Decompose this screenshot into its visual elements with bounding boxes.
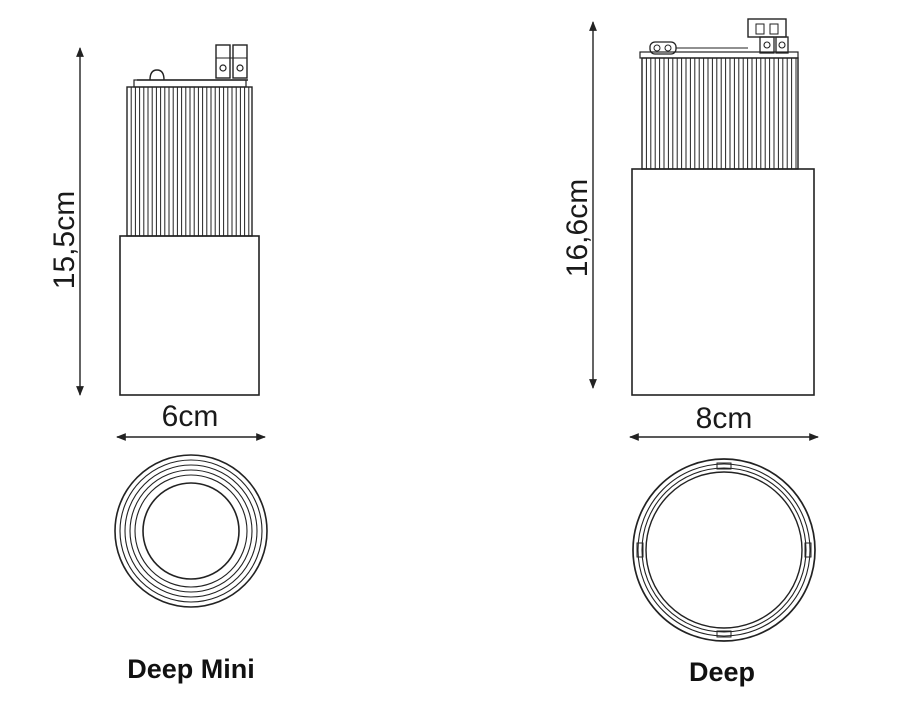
deep-front-view: [632, 458, 816, 642]
deep-width-label: 8cm: [696, 402, 753, 435]
deep-name: Deep: [689, 657, 755, 687]
deep-mini-body: [119, 235, 260, 396]
deep-mini-side-view: [119, 44, 260, 396]
deep-mini-heatsink: [126, 86, 253, 237]
deep-body: [631, 168, 815, 396]
deep-mini-width-label: 6cm: [162, 400, 219, 433]
deep-heatsink: [641, 57, 799, 170]
deep-mini-connector: [133, 44, 248, 88]
deep-mini-front-view: [114, 454, 268, 608]
deep-mini-height-label: 15,5cm: [48, 191, 81, 289]
deep-mini-name: Deep Mini: [127, 654, 255, 684]
deep-side-view: [631, 18, 815, 396]
deep-height-label: 16,6cm: [561, 179, 594, 277]
deep-connector: [639, 18, 799, 59]
